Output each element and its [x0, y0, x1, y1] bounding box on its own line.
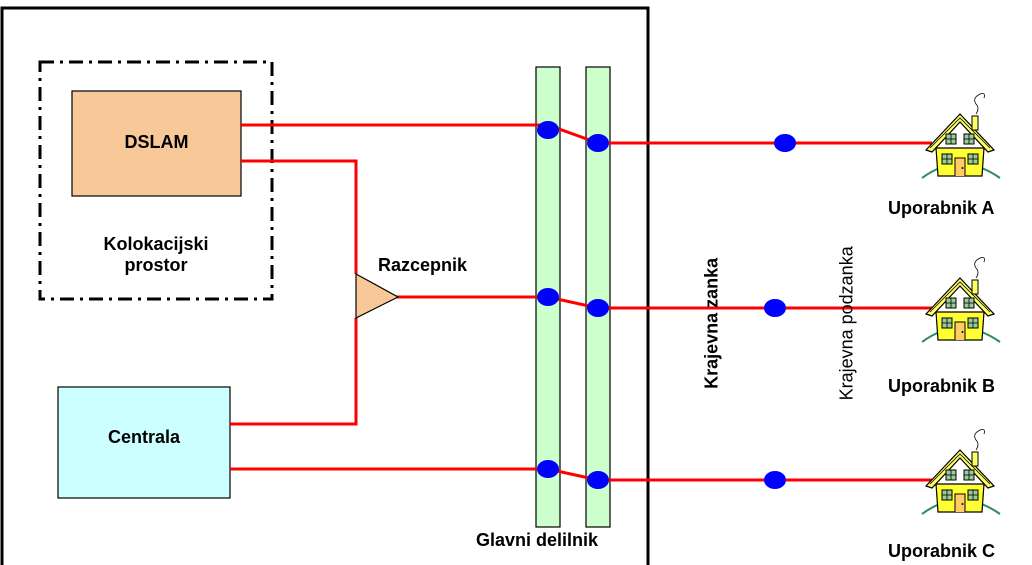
dslam-label: DSLAM: [124, 132, 189, 152]
node: [537, 460, 559, 478]
exchange-label: Centrala: [107, 427, 181, 447]
node: [537, 121, 559, 139]
wiring: [230, 123, 932, 482]
building-outline: [0, 6, 650, 565]
local-loop-label: Krajevna zanka: [701, 257, 722, 389]
connection-nodes: [537, 121, 796, 489]
colocation-area: [38, 60, 274, 301]
user-a-label: Uporabnik A: [888, 198, 995, 218]
node: [587, 134, 609, 152]
node: [774, 134, 796, 152]
splitter-icon: [355, 272, 400, 319]
house-icon: [921, 256, 1001, 343]
node: [587, 299, 609, 317]
dslam-box: [71, 90, 242, 197]
node: [587, 471, 609, 489]
colocation-label: Kolokacijski prostor: [40, 234, 272, 275]
node: [764, 299, 786, 317]
exchange-box: [57, 386, 231, 499]
splitter-label: Razcepnik: [378, 255, 468, 275]
node: [764, 471, 786, 489]
local-subloop-label: Krajevna podzanka: [836, 246, 857, 401]
main-distribution-frame-label: Glavni delilnik: [476, 530, 599, 550]
colocation-label-line1: Kolokacijski: [103, 234, 209, 254]
colocation-label-line2: prostor: [124, 254, 188, 275]
house-icon: [921, 428, 1001, 515]
node: [537, 288, 559, 306]
user-b-label: Uporabnik B: [888, 376, 996, 396]
user-c-label: Uporabnik C: [888, 541, 996, 561]
house-icon: [921, 92, 1001, 179]
